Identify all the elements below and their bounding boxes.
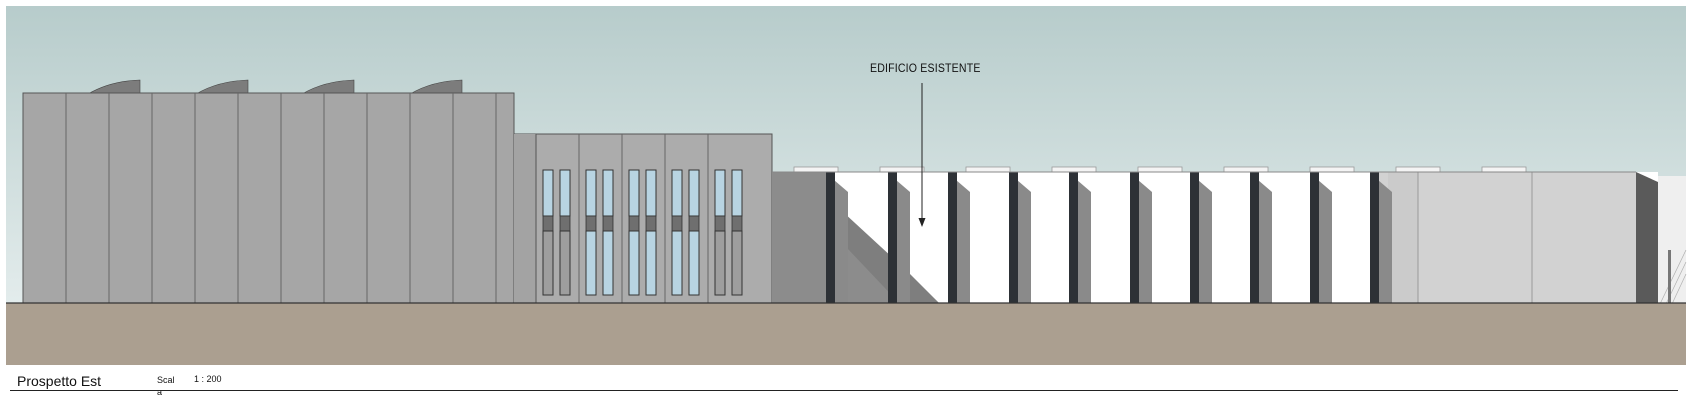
roof-cap	[1051, 166, 1097, 173]
column-shadow	[956, 180, 970, 304]
column-shadow	[1017, 180, 1031, 304]
window	[628, 230, 640, 296]
roof-cap	[1395, 166, 1441, 173]
window-spandrel	[542, 215, 554, 232]
window	[602, 230, 614, 296]
window	[628, 169, 640, 217]
column	[1009, 172, 1018, 304]
view-title: Prospetto Est	[17, 373, 102, 389]
column-shadow	[896, 180, 910, 304]
column-shadow	[834, 180, 848, 304]
window-spandrel	[628, 215, 640, 232]
window	[731, 230, 743, 296]
column	[948, 172, 957, 304]
column	[826, 172, 835, 304]
window-spandrel	[688, 215, 700, 232]
annotation-label: EDIFICIO ESISTENTE	[870, 61, 981, 75]
window	[542, 230, 554, 296]
roof-cap	[1481, 166, 1527, 173]
column-shadow	[1378, 180, 1392, 304]
window	[585, 230, 597, 296]
roof-skylights	[86, 79, 463, 95]
window	[688, 169, 700, 217]
roof-cap	[879, 166, 925, 173]
window	[671, 169, 683, 217]
window	[714, 169, 726, 217]
window	[559, 230, 571, 296]
roof-cap	[1137, 166, 1183, 173]
column-shadow	[1258, 180, 1272, 304]
title-rule	[10, 390, 1678, 391]
column-shadow	[1198, 180, 1212, 304]
existing-building	[772, 166, 1687, 305]
roof-cap	[793, 166, 839, 173]
window	[671, 230, 683, 296]
column-shadow	[1077, 180, 1091, 304]
window	[542, 169, 554, 217]
window	[602, 169, 614, 217]
column	[1130, 172, 1139, 304]
window-spandrel	[645, 215, 657, 232]
window	[645, 230, 657, 296]
window-spandrel	[559, 215, 571, 232]
column-shadow	[1318, 180, 1332, 304]
scale-label: Scala	[157, 375, 175, 397]
left-block	[22, 92, 515, 305]
scale-value: 1 : 200	[194, 374, 222, 384]
annotation-arrow	[918, 83, 926, 227]
column	[1370, 172, 1379, 304]
window-spandrel	[671, 215, 683, 232]
window-spandrel	[731, 215, 743, 232]
window	[585, 169, 597, 217]
column	[1250, 172, 1259, 304]
column	[888, 172, 897, 304]
middle-block	[513, 93, 773, 305]
window-spandrel	[714, 215, 726, 232]
window	[559, 169, 571, 217]
window	[714, 230, 726, 296]
roof-cap	[1309, 166, 1355, 173]
roof-cap	[965, 166, 1011, 173]
window-spandrel	[585, 215, 597, 232]
window-spandrel	[602, 215, 614, 232]
window	[688, 230, 700, 296]
roof-cap	[1223, 166, 1269, 173]
column	[1190, 172, 1199, 304]
window	[731, 169, 743, 217]
ground	[6, 303, 1686, 365]
column	[1310, 172, 1319, 304]
window	[645, 169, 657, 217]
column-shadow	[1138, 180, 1152, 304]
column	[1069, 172, 1078, 304]
